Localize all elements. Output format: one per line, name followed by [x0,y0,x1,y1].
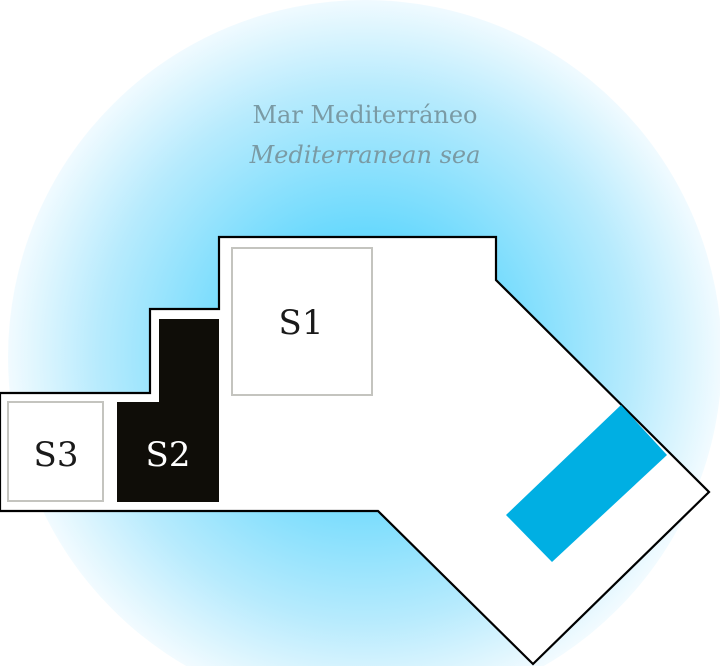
pool-area [506,405,667,562]
room-s3-box[interactable] [7,401,104,502]
room-s2-box[interactable] [117,319,219,502]
room-s1-label: S1 [279,303,324,343]
sea-label-spanish: Mar Mediterráneo [252,101,477,129]
room-s1-box[interactable] [231,247,373,396]
room-s1[interactable]: S1 [231,247,373,396]
room-s2[interactable]: S2 [117,319,219,502]
room-s3-label: S3 [34,435,79,475]
room-s2-label: S2 [146,435,191,475]
sea-label-english: Mediterranean sea [249,141,481,169]
room-s3[interactable]: S3 [7,401,104,502]
